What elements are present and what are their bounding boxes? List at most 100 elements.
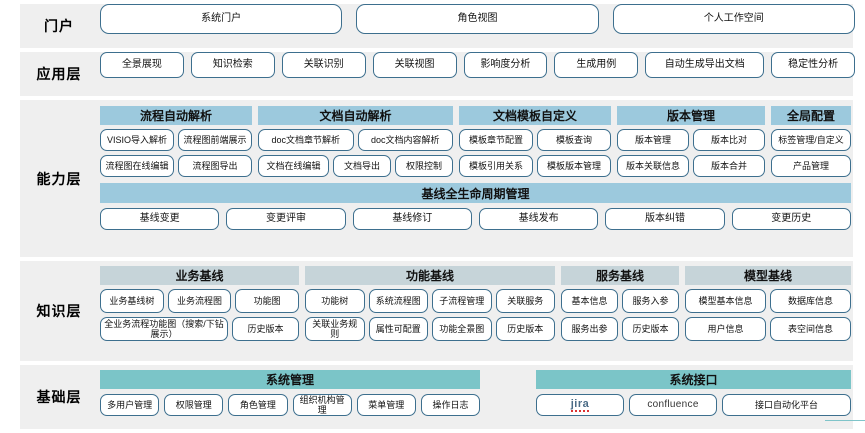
cap-item-flowchart-online-edit[interactable]: 流程图在线编辑 <box>100 155 174 177</box>
cap-item-visio-import-parse[interactable]: VISIO导入解析 <box>100 129 174 151</box>
know-item-history-version-function[interactable]: 历史版本 <box>495 317 555 341</box>
base-item-confluence[interactable]: confluence <box>629 394 717 416</box>
capability-group-doc-template: 文档模板自定义 模板章节配置 模板查询 模板引用关系 模板版本管理 <box>459 106 611 177</box>
know-item-business-baseline-tree[interactable]: 业务基线树 <box>100 289 164 313</box>
app-item-generate-usecase[interactable]: 生成用例 <box>554 52 639 78</box>
layer-portal: 门户 系统门户 角色视图 个人工作空间 <box>20 4 855 48</box>
know-item-related-business-rule[interactable]: 关联业务规则 <box>305 317 365 341</box>
base-item-role-mgmt[interactable]: 角色管理 <box>228 394 288 416</box>
cap-item-flowchart-frontend-display[interactable]: 流程图前端展示 <box>178 129 252 151</box>
cap-item-version-merge[interactable]: 版本合并 <box>693 155 765 177</box>
know-item-business-flowchart[interactable]: 业务流程图 <box>167 289 232 313</box>
knowledge-row: 基本信息 服务入参 <box>561 289 679 313</box>
base-item-org-structure-mgmt[interactable]: 组织机构管理 <box>292 394 352 416</box>
capability-group-version-mgmt: 版本管理 版本管理 版本比对 版本关联信息 版本合并 <box>617 106 765 177</box>
know-item-function-tree[interactable]: 功能树 <box>305 289 365 313</box>
lifecycle-item-version-correction[interactable]: 版本纠错 <box>605 208 725 230</box>
capability-row: 标签管理/自定义 <box>771 129 851 151</box>
know-item-basic-info[interactable]: 基本信息 <box>561 289 618 313</box>
know-item-user-info[interactable]: 用户信息 <box>685 317 766 341</box>
portal-item-personal-workspace[interactable]: 个人工作空间 <box>612 4 855 34</box>
know-item-database-info[interactable]: 数据库信息 <box>770 289 851 313</box>
know-item-service-output-param[interactable]: 服务出参 <box>561 317 618 341</box>
base-item-operation-log[interactable]: 操作日志 <box>420 394 481 416</box>
know-item-function-panorama[interactable]: 功能全景图 <box>432 317 492 341</box>
base-item-permission-mgmt[interactable]: 权限管理 <box>164 394 224 416</box>
portal-item-role-view[interactable]: 角色视图 <box>356 4 599 34</box>
capability-row: 模板章节配置 模板查询 <box>459 129 611 151</box>
portal-item-row: 系统门户 角色视图 个人工作空间 <box>98 4 857 34</box>
group-header-global-config: 全局配置 <box>771 106 851 125</box>
app-item-auto-export-doc[interactable]: 自动生成导出文档 <box>645 52 765 78</box>
know-item-subprocess-mgmt[interactable]: 子流程管理 <box>432 289 492 313</box>
layer-body-application: 全景展现 知识检索 关联识别 关联视图 影响度分析 生成用例 自动生成导出文档 … <box>98 52 856 96</box>
know-item-related-service[interactable]: 关联服务 <box>495 289 555 313</box>
group-header-doc-parse: 文档自动解析 <box>258 106 453 125</box>
cap-item-product-mgmt[interactable]: 产品管理 <box>771 155 851 177</box>
knowledge-group-business-baseline: 业务基线 业务基线树 业务流程图 功能图 全业务流程功能图（搜索/下钻展示） 历… <box>100 266 300 341</box>
base-item-multi-user-mgmt[interactable]: 多用户管理 <box>100 394 160 416</box>
decorative-line <box>825 420 865 433</box>
know-item-service-input-param[interactable]: 服务入参 <box>622 289 679 313</box>
cap-item-template-chapter-config[interactable]: 模板章节配置 <box>459 129 533 151</box>
app-item-panorama[interactable]: 全景展现 <box>100 52 184 78</box>
cap-item-doc-content-parse[interactable]: doc文档内容解析 <box>357 129 453 151</box>
app-item-impact-analysis[interactable]: 影响度分析 <box>463 52 548 78</box>
know-item-function-diagram[interactable]: 功能图 <box>235 289 300 313</box>
cap-item-version-relation-info[interactable]: 版本关联信息 <box>617 155 689 177</box>
base-item-jira[interactable]: jira <box>536 394 624 416</box>
layer-label-base: 基础层 <box>36 389 82 405</box>
know-item-system-flowchart[interactable]: 系统流程图 <box>368 289 428 313</box>
lifecycle-item-change-review[interactable]: 变更评审 <box>226 208 346 230</box>
know-item-model-basic-info[interactable]: 模型基本信息 <box>685 289 766 313</box>
knowledge-row: 用户信息 表空间信息 <box>685 317 851 341</box>
knowledge-row: 模型基本信息 数据库信息 <box>685 289 851 313</box>
cap-item-doc-export[interactable]: 文档导出 <box>333 155 391 177</box>
app-item-knowledge-search[interactable]: 知识检索 <box>190 52 275 78</box>
layer-base: 基础层 系统管理 多用户管理 权限管理 角色管理 组织机构管理 菜单管理 操作日… <box>20 365 853 429</box>
know-item-history-version-business[interactable]: 历史版本 <box>232 317 299 341</box>
layer-capability: 能力层 流程自动解析 VISIO导入解析 流程图前端展示 流程图在线编辑 流程图… <box>20 100 853 257</box>
knowledge-row: 服务出参 历史版本 <box>561 317 679 341</box>
know-item-history-version-service[interactable]: 历史版本 <box>622 317 679 341</box>
base-item-menu-mgmt[interactable]: 菜单管理 <box>356 394 416 416</box>
know-item-full-business-process-function-map[interactable]: 全业务流程功能图（搜索/下钻展示） <box>100 317 228 341</box>
portal-item-system-portal[interactable]: 系统门户 <box>100 4 343 34</box>
lifecycle-item-change-history[interactable]: 变更历史 <box>731 208 851 230</box>
capability-row: 版本关联信息 版本合并 <box>617 155 765 177</box>
know-item-attribute-configurable[interactable]: 属性可配置 <box>368 317 428 341</box>
app-item-stability-analysis[interactable]: 稳定性分析 <box>771 52 856 78</box>
lifecycle-item-baseline-release[interactable]: 基线发布 <box>478 208 599 230</box>
cap-item-doc-online-edit[interactable]: 文档在线编辑 <box>258 155 329 177</box>
base-item-interface-automation-platform[interactable]: 接口自动化平台 <box>722 394 851 416</box>
knowledge-row: 关联业务规则 属性可配置 功能全景图 历史版本 <box>305 317 555 341</box>
cap-item-version-compare[interactable]: 版本比对 <box>693 129 765 151</box>
capability-row: 版本管理 版本比对 <box>617 129 765 151</box>
cap-item-flowchart-export[interactable]: 流程图导出 <box>178 155 252 177</box>
cap-item-template-version-mgmt[interactable]: 模板版本管理 <box>537 155 611 177</box>
base-group-row: 系统管理 多用户管理 权限管理 角色管理 组织机构管理 菜单管理 操作日志 系统… <box>100 370 851 416</box>
group-header-business-baseline: 业务基线 <box>100 266 299 285</box>
cap-item-tag-mgmt-custom[interactable]: 标签管理/自定义 <box>771 129 851 151</box>
lifecycle-item-baseline-revision[interactable]: 基线修订 <box>352 208 472 230</box>
layer-label-knowledge: 知识层 <box>36 303 82 319</box>
group-header-service-baseline: 服务基线 <box>561 266 679 285</box>
cap-item-template-query[interactable]: 模板查询 <box>537 129 611 151</box>
group-header-version-mgmt: 版本管理 <box>617 106 765 125</box>
lifecycle-item-baseline-change[interactable]: 基线变更 <box>100 208 220 230</box>
layer-application: 应用层 全景展现 知识检索 关联识别 关联视图 影响度分析 生成用例 自动生成导… <box>20 52 856 96</box>
capability-row: 流程图在线编辑 流程图导出 <box>100 155 252 177</box>
layer-body-portal: 系统门户 角色视图 个人工作空间 <box>98 4 855 48</box>
cap-item-version-mgmt[interactable]: 版本管理 <box>617 129 689 151</box>
application-item-row: 全景展现 知识检索 关联识别 关联视图 影响度分析 生成用例 自动生成导出文档 … <box>98 52 857 78</box>
layer-knowledge: 知识层 业务基线 业务基线树 业务流程图 功能图 全业务流程功能图（搜索/下钻展… <box>20 261 853 361</box>
app-item-relation-view[interactable]: 关联视图 <box>372 52 457 78</box>
cap-item-permission-control[interactable]: 权限控制 <box>395 155 453 177</box>
capability-group-process-parse: 流程自动解析 VISIO导入解析 流程图前端展示 流程图在线编辑 流程图导出 <box>100 106 252 177</box>
app-item-relation-recognition[interactable]: 关联识别 <box>281 52 366 78</box>
layer-label-portal: 门户 <box>44 18 74 34</box>
cap-item-template-reference-relation[interactable]: 模板引用关系 <box>459 155 533 177</box>
cap-item-doc-chapter-parse[interactable]: doc文档章节解析 <box>258 129 354 151</box>
know-item-tablespace-info[interactable]: 表空间信息 <box>770 317 851 341</box>
capability-lifecycle-block: 基线全生命周期管理 基线变更 变更评审 基线修订 基线发布 版本纠错 变更历史 <box>100 183 851 230</box>
